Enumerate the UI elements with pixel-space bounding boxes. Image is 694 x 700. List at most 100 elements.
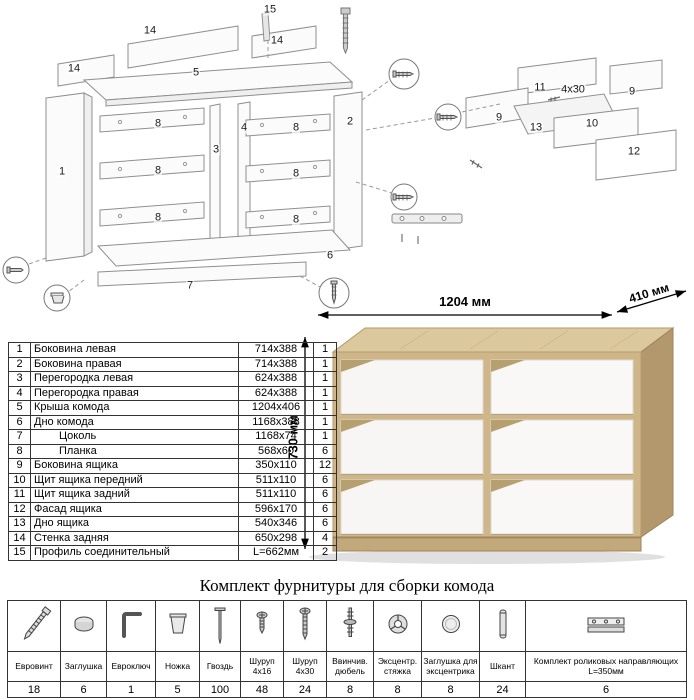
hardware-name: Шуруп 4x30 <box>283 651 327 682</box>
parts-cell-name: Фасад ящика <box>30 501 239 517</box>
cam-icon <box>375 602 421 651</box>
hardware-icon-cell <box>60 600 107 652</box>
cam-cap-icon <box>423 602 479 651</box>
parts-cell-num: 3 <box>8 371 31 387</box>
parts-cell-name: Планка <box>30 443 239 459</box>
dowel-screw-icon <box>328 602 373 651</box>
parts-cell-num: 15 <box>8 545 31 561</box>
parts-cell-size: 596x170 <box>238 501 314 517</box>
parts-cell-num: 5 <box>8 400 31 416</box>
parts-cell-num: 10 <box>8 472 31 488</box>
parts-cell-num: 2 <box>8 356 31 372</box>
hardware-icon-cell <box>373 600 422 652</box>
parts-cell-size: 624x388 <box>238 385 314 401</box>
parts-cell-qty: 6 <box>313 516 337 532</box>
hardware-qty: 100 <box>199 681 241 698</box>
parts-cell-qty: 1 <box>313 385 337 401</box>
parts-cell-size: 350x110 <box>238 458 314 474</box>
hardware-name: Евроключ <box>106 651 156 682</box>
hardware-icon-cell <box>283 600 327 652</box>
parts-cell-name: Стенка задняя <box>30 530 239 546</box>
hardware-icon-cell <box>155 600 200 652</box>
parts-cell-num: 12 <box>8 501 31 517</box>
hardware-icon-cell <box>326 600 374 652</box>
nail-icon <box>201 602 240 651</box>
cap-icon <box>62 602 106 651</box>
parts-cell-num: 14 <box>8 530 31 546</box>
parts-cell-size: 568x60 <box>238 443 314 459</box>
parts-cell-num: 8 <box>8 443 31 459</box>
parts-cell-size: 540x346 <box>238 516 314 532</box>
parts-cell-name: Боковина левая <box>30 342 239 358</box>
hardware-icon-cell <box>421 600 480 652</box>
assembly-diagram <box>2 7 677 312</box>
hardware-qty: 8 <box>326 681 374 698</box>
hardware-qty: 8 <box>373 681 422 698</box>
hardware-qty: 24 <box>283 681 327 698</box>
parts-cell-size: 1168x388 <box>238 414 314 430</box>
parts-cell-qty: 6 <box>313 501 337 517</box>
hardware-name: Шуруп 4x16 <box>240 651 284 682</box>
hardware-name: Ввинчив. дюбель <box>326 651 374 682</box>
parts-cell-qty: 1 <box>313 371 337 387</box>
hardware-qty: 18 <box>7 681 61 698</box>
parts-cell-name: Перегородка левая <box>30 371 239 387</box>
dowel-icon <box>481 602 525 651</box>
parts-cell-size: 714x388 <box>238 342 314 358</box>
parts-cell-qty: 1 <box>313 342 337 358</box>
hardware-icon-cell <box>199 600 241 652</box>
parts-cell-num: 6 <box>8 414 31 430</box>
dimension-width-label: 1204 мм <box>439 294 491 309</box>
hardware-icon-cell <box>525 600 687 652</box>
parts-cell-size: 511x110 <box>238 472 314 488</box>
parts-cell-num: 11 <box>8 487 31 503</box>
hardware-name: Заглушка <box>60 651 107 682</box>
hardware-name: Шкант <box>479 651 526 682</box>
hardware-qty: 48 <box>240 681 284 698</box>
parts-cell-name: Крыша комода <box>30 400 239 416</box>
hardware-qty: 24 <box>479 681 526 698</box>
parts-cell-size: 1204x406 <box>238 400 314 416</box>
parts-cell-name: Щит ящика передний <box>30 472 239 488</box>
hardware-qty: 1 <box>106 681 156 698</box>
parts-cell-name: Боковина правая <box>30 356 239 372</box>
parts-cell-num: 13 <box>8 516 31 532</box>
screw-long-icon <box>285 602 326 651</box>
hardware-icon-cell <box>240 600 284 652</box>
hardware-name: Эксцентр. стяжка <box>373 651 422 682</box>
parts-cell-name: Цоколь <box>30 429 239 445</box>
parts-cell-name: Щит ящика задний <box>30 487 239 503</box>
parts-cell-size: L=662мм <box>238 545 314 561</box>
hardware-qty: 8 <box>421 681 480 698</box>
parts-cell-size: 624x388 <box>238 371 314 387</box>
parts-cell-num: 9 <box>8 458 31 474</box>
hardware-qty: 6 <box>60 681 107 698</box>
parts-cell-num: 4 <box>8 385 31 401</box>
parts-cell-name: Боковина ящика <box>30 458 239 474</box>
hex-key-icon <box>108 602 155 651</box>
hardware-qty: 6 <box>525 681 687 698</box>
hardware-icons-row <box>7 600 687 652</box>
dresser-render <box>301 290 687 564</box>
parts-cell-qty: 1 <box>313 429 337 445</box>
hardware-icon-cell <box>479 600 526 652</box>
parts-cell-size: 511x110 <box>238 487 314 503</box>
